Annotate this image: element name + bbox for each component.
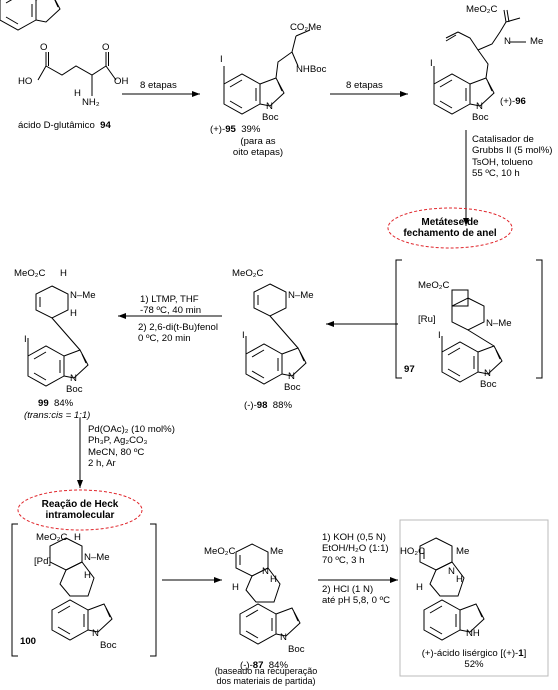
atom-n-me: N–Me (486, 318, 512, 329)
compound-95-label: (+)-95 39% (210, 124, 261, 135)
bracket-97-left (395, 259, 402, 379)
product-box (399, 519, 549, 677)
atom-boc: Boc (66, 384, 83, 395)
atom-h: H (232, 582, 239, 593)
compound-100-label: 100 (20, 636, 37, 647)
atom-o: O (40, 42, 48, 53)
structure-lysergic-acid (419, 537, 485, 641)
atom-h: H (270, 574, 277, 585)
atom-me: Me (456, 546, 470, 557)
atom-i: I (242, 330, 245, 341)
compound-99-ratio: (trans:cis = 1:1) (24, 410, 91, 421)
atom-boc: Boc (288, 644, 305, 655)
indole-core (0, 0, 61, 31)
atom-h: H (416, 582, 423, 593)
atom-n: N (266, 101, 273, 112)
atom-nh: NH (466, 628, 480, 639)
atom-me: Me (270, 546, 284, 557)
structure-98 (245, 283, 307, 385)
atom-n: N (70, 373, 77, 384)
atom-h: H (70, 308, 77, 319)
atom-i: I (220, 54, 223, 65)
atom-ru: [Ru] (418, 314, 436, 325)
atom-nhboc: NHBoc (296, 64, 327, 75)
atom-h: H (74, 88, 81, 99)
compound-87-label: (-)-87 84% (240, 660, 288, 671)
bracket-100-left (11, 523, 18, 657)
atom-n: N (476, 101, 483, 112)
atom-boc: Boc (100, 640, 117, 651)
atom-ho2c: HO₂C (400, 546, 426, 557)
atom-n: N (92, 628, 99, 639)
compound-96-label: (+)-96 (500, 96, 526, 107)
product-label: (+)-ácido lisérgico [(+)-1] 52% (421, 648, 527, 671)
atom-n-me: N–Me (288, 290, 314, 301)
compound-97-label: 97 (404, 364, 415, 375)
atom-nh2: NH₂ (82, 97, 100, 108)
atom-i: I (430, 58, 433, 69)
atom-oh: OH (114, 76, 129, 87)
structure-100 (49, 537, 113, 641)
bracket-97-right (536, 259, 543, 379)
atom-n: N (288, 371, 295, 382)
atom-h: H (456, 574, 463, 585)
step2-label: 8 etapas (346, 80, 383, 91)
structure-97 (441, 289, 503, 383)
atom-meo2c: MeO₂C (418, 280, 450, 291)
atom-boc: Boc (472, 112, 489, 123)
atom-meo2c: MeO₂C (36, 532, 68, 543)
atom-i: I (438, 330, 441, 341)
callout-rcm (387, 207, 513, 249)
atom-n: N (504, 36, 511, 47)
atom-h: H (60, 268, 67, 279)
atom-n-me: N–Me (70, 290, 96, 301)
step1-label: 8 etapas (140, 80, 177, 91)
atom-o: O (102, 42, 110, 53)
atom-boc: Boc (262, 112, 279, 123)
atom-ho: HO (18, 76, 33, 87)
compound-99-label: 99 84% (38, 398, 74, 409)
structure-95 (223, 29, 311, 115)
atom-meo2c: MeO₂C (204, 546, 236, 557)
atom-me: Me (530, 36, 544, 47)
structure-96 (433, 9, 526, 115)
structure-94 (37, 52, 117, 96)
atom-n: N (484, 368, 491, 379)
atom-h: H (74, 532, 81, 543)
step6-conditions: 1) KOH (0,5 N)EtOH/H₂O (1:1)70 ºC, 3 h (322, 532, 389, 566)
bracket-100-right (150, 523, 157, 657)
step4-conditions: 1) LTMP, THF-78 ºC, 40 min (140, 294, 202, 317)
atom-n-me: N–Me (84, 552, 110, 563)
structure-87 (235, 543, 301, 645)
atom-n: N (448, 566, 455, 577)
atom-pd: [Pd] (34, 556, 52, 567)
atom-co2me: CO₂Me (290, 22, 322, 33)
atom-boc: Boc (480, 379, 497, 390)
step6-conditions-b: 2) HCl (1 N)até pH 5,8, 0 ºC (322, 584, 391, 607)
atom-meo2c: MeO₂C (232, 268, 264, 279)
atom-i: I (24, 334, 27, 345)
atom-meo2c: MeO₂C (14, 268, 46, 279)
atom-boc: Boc (284, 382, 301, 393)
callout-heck (17, 489, 143, 531)
compound-94-label: ácido D-glutâmico 94 (18, 120, 111, 131)
structure-99 (27, 285, 89, 387)
atom-n: N (280, 632, 287, 643)
atom-h: H (84, 570, 91, 581)
compound-98-label: (-)-98 88% (244, 400, 292, 411)
atom-meo2c: MeO₂C (466, 4, 498, 15)
atom-n: N (262, 566, 269, 577)
